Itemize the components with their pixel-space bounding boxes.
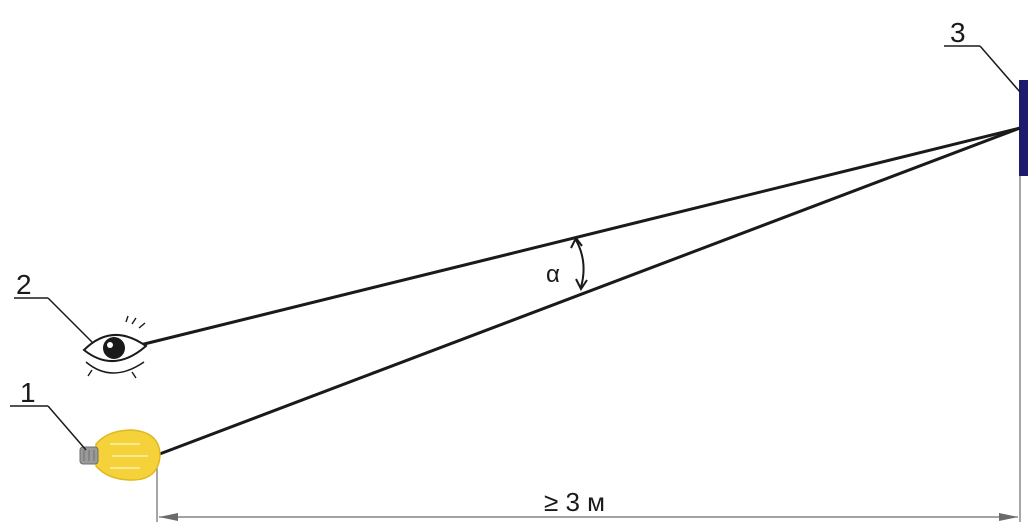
angle-label: α (546, 261, 560, 288)
light-bulb-icon (79, 429, 161, 481)
dimension-line (159, 513, 1018, 521)
distance-label: ≥ 3 м (544, 487, 605, 517)
observer-label: 2 (16, 269, 32, 300)
leader-line-1 (10, 405, 87, 451)
ray-arrow-tick (371, 368, 385, 374)
light-source-label: 1 (20, 377, 36, 408)
reflector (1019, 80, 1028, 176)
eye-icon (82, 315, 148, 379)
leader-line-2 (14, 297, 93, 343)
leader-line-3 (944, 45, 1021, 93)
angle-arc (570, 236, 588, 291)
reflector-label: 3 (950, 17, 966, 48)
incident-ray (156, 126, 1021, 457)
